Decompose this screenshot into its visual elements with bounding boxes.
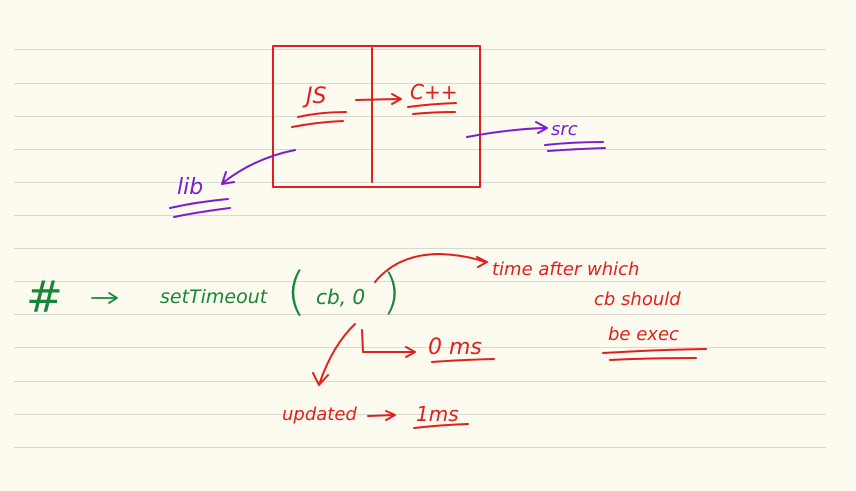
cpp-underline — [407, 102, 457, 115]
one-ms-underline — [413, 423, 469, 429]
settimeout-args: cb, 0 — [316, 285, 366, 309]
rule-line — [14, 149, 826, 150]
updated-arrow — [312, 323, 356, 386]
rule-line — [14, 248, 826, 249]
annotation-line-3: be exec — [608, 324, 679, 345]
annotation-line-2: cb should — [594, 289, 681, 310]
box-cpp-label: C++ — [410, 80, 458, 104]
rule-line — [14, 347, 826, 348]
close-paren: ) — [382, 264, 401, 320]
engine-box — [272, 45, 481, 188]
hash-arrow — [91, 292, 118, 304]
settimeout-label: setTimeout — [160, 286, 268, 308]
src-label: src — [551, 119, 578, 140]
lib-underline — [169, 198, 231, 218]
lib-arrow — [221, 149, 296, 185]
zero-ms-arrow — [361, 329, 416, 358]
zero-ms-label: 0 ms — [428, 335, 482, 360]
rule-line — [14, 116, 826, 117]
updated-label: updated — [282, 404, 357, 425]
rule-line — [14, 215, 826, 216]
annotation-line-1: time after which — [492, 259, 640, 280]
time-arrow — [374, 253, 488, 283]
rule-line — [14, 182, 826, 183]
rule-line — [14, 414, 826, 415]
lib-label: lib — [177, 175, 204, 200]
src-underline — [544, 141, 606, 152]
exec-underline — [602, 348, 707, 361]
open-paren: ( — [286, 262, 307, 322]
js-to-cpp-arrow — [355, 93, 402, 105]
js-underline — [291, 111, 347, 128]
src-arrow — [466, 121, 548, 138]
updated-to-1ms-arrow — [367, 410, 396, 421]
box-js-label: JS — [306, 84, 327, 109]
rule-line — [14, 381, 826, 382]
zero-ms-underline — [431, 358, 495, 363]
rule-line — [14, 281, 826, 282]
one-ms-label: 1ms — [416, 402, 459, 426]
rule-line — [14, 49, 826, 50]
rule-line — [14, 83, 826, 84]
rule-line — [14, 447, 826, 448]
hash-symbol: # — [26, 272, 63, 323]
rule-line — [14, 314, 826, 315]
